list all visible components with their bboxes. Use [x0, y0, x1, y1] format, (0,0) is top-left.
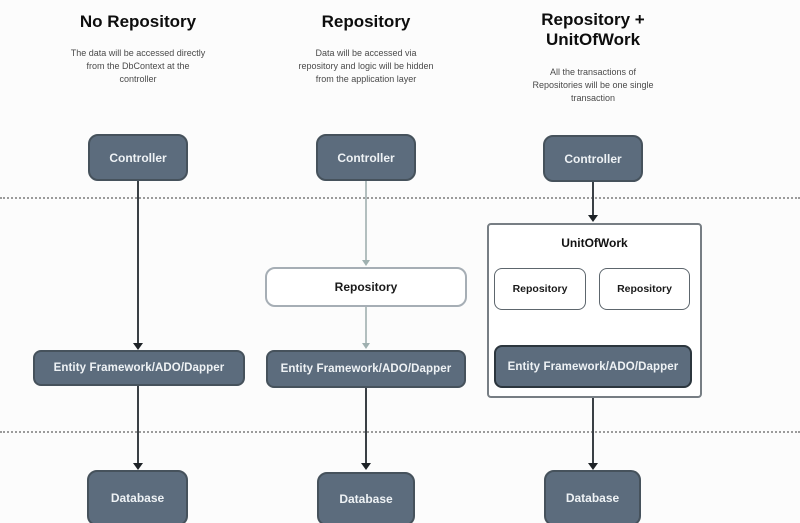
repository-node: Repository [265, 267, 467, 307]
arrowhead-down-icon [361, 463, 371, 470]
column-subtitle-repository: Data will be accessed via repository and… [298, 48, 434, 84]
entity-framework-label: Entity Framework/ADO/Dapper [280, 363, 452, 375]
repository-label: Repository [512, 283, 568, 295]
database-node: Database [87, 470, 188, 523]
arrow-controller-to-unitofwork [592, 182, 594, 215]
controller-node: Controller [316, 134, 416, 181]
entity-framework-label: Entity Framework/ADO/Dapper [53, 362, 225, 374]
database-node: Database [317, 472, 415, 523]
layer-divider-bottom [0, 431, 800, 433]
controller-label: Controller [337, 150, 395, 165]
arrow-controller-to-ef [137, 181, 139, 343]
unitofwork-label: UnitOfWork [561, 236, 628, 250]
arrowhead-down-icon [588, 215, 598, 222]
arrow-unitofwork-to-database [592, 398, 594, 463]
arrowhead-down-icon [588, 463, 598, 470]
entity-framework-label: Entity Framework/ADO/Dapper [507, 360, 679, 373]
controller-label: Controller [109, 150, 167, 165]
column-title-repository-unitofwork: Repository + UnitOfWork [541, 10, 645, 49]
controller-label: Controller [564, 151, 622, 166]
database-node: Database [544, 470, 641, 523]
controller-node: Controller [543, 135, 643, 182]
repository-label: Repository [334, 280, 398, 294]
database-label: Database [339, 492, 393, 506]
column-title-no-repository: No Repository [79, 12, 197, 31]
column-subtitle-repository-unitofwork: All the transactions of Repositories wil… [532, 67, 654, 103]
entity-framework-node: Entity Framework/ADO/Dapper [266, 350, 466, 388]
repository-node: Repository [599, 268, 690, 310]
entity-framework-node: Entity Framework/ADO/Dapper [494, 345, 692, 388]
column-subtitle-no-repository: The data will be accessed directly from … [70, 48, 206, 84]
arrow-repository-to-ef [365, 307, 367, 343]
arrowhead-down-icon [133, 343, 143, 350]
entity-framework-node: Entity Framework/ADO/Dapper [33, 350, 245, 386]
database-label: Database [110, 491, 165, 505]
arrowhead-down-icon [133, 463, 143, 470]
database-label: Database [565, 491, 620, 505]
layer-divider-top [0, 197, 800, 199]
controller-node: Controller [88, 134, 188, 181]
column-title-repository: Repository [321, 12, 411, 31]
arrow-ef-to-database [137, 386, 139, 463]
repository-label: Repository [617, 283, 672, 295]
arrowhead-down-icon [362, 260, 370, 266]
arrowhead-down-icon [362, 343, 370, 349]
arrow-ef-to-database [365, 388, 367, 463]
repository-node: Repository [494, 268, 586, 310]
arrow-controller-to-repository [365, 181, 367, 260]
